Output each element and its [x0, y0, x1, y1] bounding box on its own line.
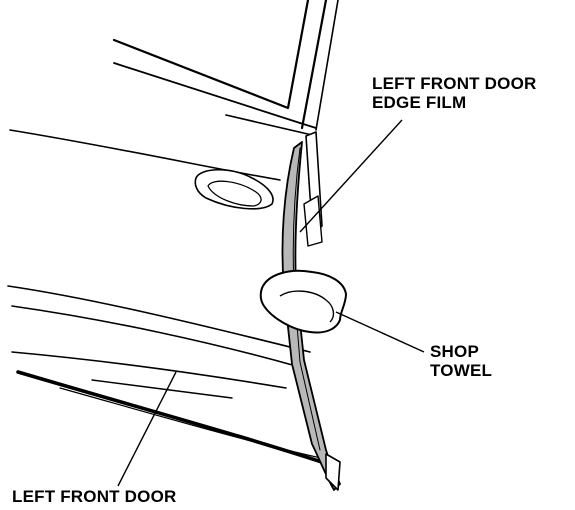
label-front-door-text: LEFT FRONT DOOR: [12, 487, 177, 506]
lower-panel-line-2: [11, 305, 297, 367]
leader-front-door: [117, 371, 177, 487]
rocker-highlight-line: [91, 379, 233, 399]
shop-towel-body: [259, 269, 347, 334]
shop-towel-fold: [279, 290, 335, 323]
b-pillar-rear-line: [315, 0, 339, 131]
door-bottom-edge: [16, 370, 336, 468]
lower-panel-line-3: [11, 351, 287, 389]
leader-lines: [117, 119, 425, 487]
b-pillar-front-line: [300, 0, 328, 130]
lower-panel-line-1: [7, 285, 311, 353]
label-left-front-door: LEFT FRONT DOOR: [12, 487, 176, 506]
upper-character-line: [9, 129, 281, 181]
shop-towel-illustration: [259, 269, 347, 334]
door-bottom-end-cap: [325, 453, 341, 491]
door-rear-edge: [281, 131, 341, 491]
label-edge-film-line-1: LEFT FRONT DOOR: [372, 74, 537, 93]
door-handle-grip: [207, 180, 262, 207]
door-bottom-inner-edge: [59, 387, 331, 461]
leader-shop-towel: [335, 311, 425, 353]
door-handle: [194, 168, 274, 210]
door-window-frame: [112, 0, 339, 136]
door-body-lines: [7, 129, 336, 468]
label-edge-film-line-2: EDGE FILM: [372, 93, 467, 112]
window-sash-outer-line: [112, 0, 310, 110]
label-shop-towel: SHOP TOWEL: [430, 342, 492, 380]
window-sash-inner-line: [113, 62, 301, 124]
label-shop-towel-line-2: TOWEL: [430, 361, 493, 380]
leader-edge-film: [299, 119, 403, 233]
door-striker-detail: [303, 195, 323, 247]
belt-molding-line: [225, 114, 313, 136]
pillar-sash-corner: [299, 122, 317, 129]
label-shop-towel-line-1: SHOP: [430, 342, 479, 361]
label-left-front-door-edge-film: LEFT FRONT DOOR EDGE FILM: [372, 74, 536, 112]
